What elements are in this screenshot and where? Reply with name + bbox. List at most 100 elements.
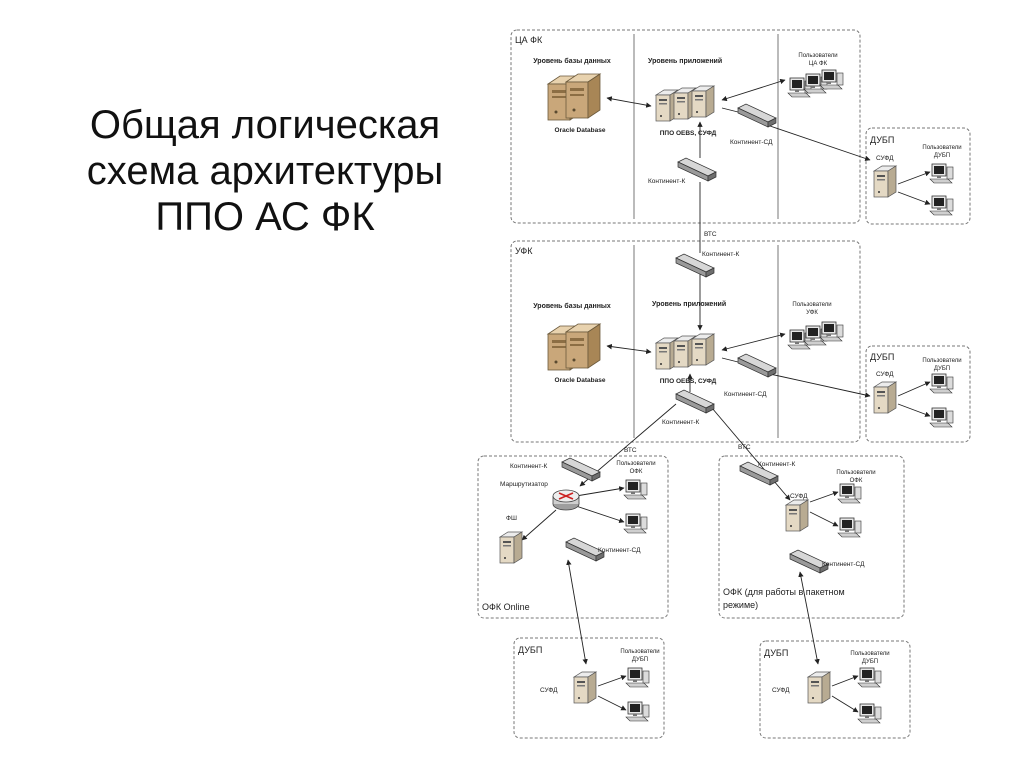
vtc-label: ВТС — [738, 444, 751, 451]
vtc-label: ВТС — [624, 447, 637, 454]
zone-ufk — [510, 240, 861, 443]
zone-title: ДУБП — [870, 352, 894, 362]
sufd-label: СУФД — [876, 371, 894, 378]
zone-title: ОФК Online — [482, 602, 530, 612]
user-pc-icon — [623, 479, 648, 500]
zone-title: ДУБП — [518, 645, 542, 655]
zone-dubp-3 — [513, 637, 665, 739]
continent-k-label: Континент-К — [758, 461, 796, 468]
link-ca-sd-dubp — [769, 125, 871, 161]
oracle-label: Oracle Database — [555, 127, 606, 134]
link-vtc-3 — [711, 407, 791, 501]
slide-title-line: Общая логическая — [89, 103, 441, 147]
users-label: Пользователи — [850, 651, 889, 657]
sufd-server-icon — [807, 671, 831, 704]
user-pc-icon — [857, 703, 882, 724]
app-servers-icon — [655, 333, 715, 370]
link-ca-app-users — [721, 78, 786, 102]
router-label: Маршрутизатор — [500, 481, 548, 488]
user-pc-icon — [929, 373, 954, 394]
oracle-database-icon — [547, 323, 601, 371]
link-ca-db-app — [606, 96, 652, 108]
app-level-label: Уровень приложений — [652, 300, 726, 308]
sufd-server-icon — [873, 165, 897, 198]
continent-k-label: Континент-К — [648, 178, 686, 185]
continent-sd-label: Континент-СД — [822, 561, 865, 568]
vtc-label: ВТС — [704, 231, 717, 238]
users-label: Пользователи — [798, 53, 837, 59]
sufd-label: СУФД — [772, 687, 790, 694]
continent-sd-device-icon — [737, 353, 777, 378]
link-ofk-dubp-3 — [566, 559, 588, 665]
sufd-label: СУФД — [790, 493, 808, 500]
app-servers-icon — [655, 85, 715, 122]
link-ofk-dubp-4 — [798, 571, 820, 665]
oracle-label: Oracle Database — [555, 377, 606, 384]
fsh-server-icon — [499, 531, 523, 564]
users-icon — [787, 69, 844, 98]
user-pc-icon — [837, 517, 862, 538]
users-label: Пользователи — [620, 649, 659, 655]
users-label: ОФК — [630, 469, 643, 475]
link-ufk-app-users — [721, 332, 786, 352]
user-pc-icon — [929, 195, 954, 216]
ppo-label: ППО OEBS, СУФД — [660, 378, 717, 385]
ppo-label: ППО OEBS, СУФД — [660, 130, 717, 137]
users-label: Пользователи — [836, 470, 875, 476]
users-label: Пользователи — [922, 145, 961, 151]
zone-title: ЦА ФК — [515, 35, 543, 45]
users-label: ОФК — [850, 478, 863, 484]
continent-k-device-icon — [675, 389, 715, 414]
continent-k-device-icon — [561, 457, 601, 482]
zone-ca-fk — [510, 29, 861, 224]
user-pc-icon — [625, 667, 650, 688]
user-pc-icon — [625, 701, 650, 722]
continent-k-label: Континент-К — [702, 251, 740, 258]
users-label: ДУБП — [862, 659, 878, 665]
sufd-label: СУФД — [876, 155, 894, 162]
users-label: ЦА ФК — [809, 61, 828, 67]
continent-k-label: Континент-К — [510, 463, 548, 470]
db-level-label: Уровень базы данных — [533, 302, 611, 310]
zone-title: УФК — [515, 246, 533, 256]
db-level-label: Уровень базы данных — [533, 57, 611, 65]
sufd-label: СУФД — [540, 687, 558, 694]
users-label: УФК — [806, 310, 818, 316]
zone-dubp-1 — [865, 127, 971, 225]
users-label: Пользователи — [792, 302, 831, 308]
slide-title: Общая логическая схема архитектуры ППО А… — [40, 102, 490, 240]
user-pc-icon — [623, 513, 648, 534]
zone-title: ОФК (для работы в пакетном — [723, 587, 845, 597]
users-icon — [787, 321, 844, 350]
app-level-label: Уровень приложений — [648, 57, 722, 65]
sufd-server-icon — [573, 671, 597, 704]
router-icon — [552, 489, 580, 511]
sufd-server-icon — [785, 499, 809, 532]
continent-sd-label: Континент-СД — [598, 547, 641, 554]
users-label: ДУБП — [934, 153, 950, 159]
continent-sd-device-icon — [737, 103, 777, 128]
user-pc-icon — [837, 483, 862, 504]
link-ufk-sd-dubp — [769, 373, 871, 398]
user-pc-icon — [929, 163, 954, 184]
slide-title-line: ППО АС ФК — [155, 195, 375, 239]
fsh-label: ФШ — [506, 515, 517, 522]
zone-dubp-4 — [759, 640, 911, 739]
link-ca-app-sd — [721, 107, 739, 113]
link-ufk-db-app — [606, 343, 652, 355]
continent-sd-label: Континент-СД — [724, 391, 767, 398]
users-label: Пользователи — [922, 358, 961, 364]
link-ufk-app-sd — [721, 357, 739, 363]
continent-k-label: Континент-К — [662, 419, 700, 426]
user-pc-icon — [929, 407, 954, 428]
zone-title: ДУБП — [764, 648, 788, 658]
slide-title-line: схема архитектуры — [86, 149, 444, 193]
users-label: Пользователи — [616, 461, 655, 467]
user-pc-icon — [857, 667, 882, 688]
oracle-database-icon — [547, 73, 601, 121]
zone-title: режиме) — [723, 600, 758, 610]
continent-sd-label: Континент-СД — [730, 139, 773, 146]
sufd-server-icon — [873, 381, 897, 414]
users-label: ДУБП — [934, 366, 950, 372]
